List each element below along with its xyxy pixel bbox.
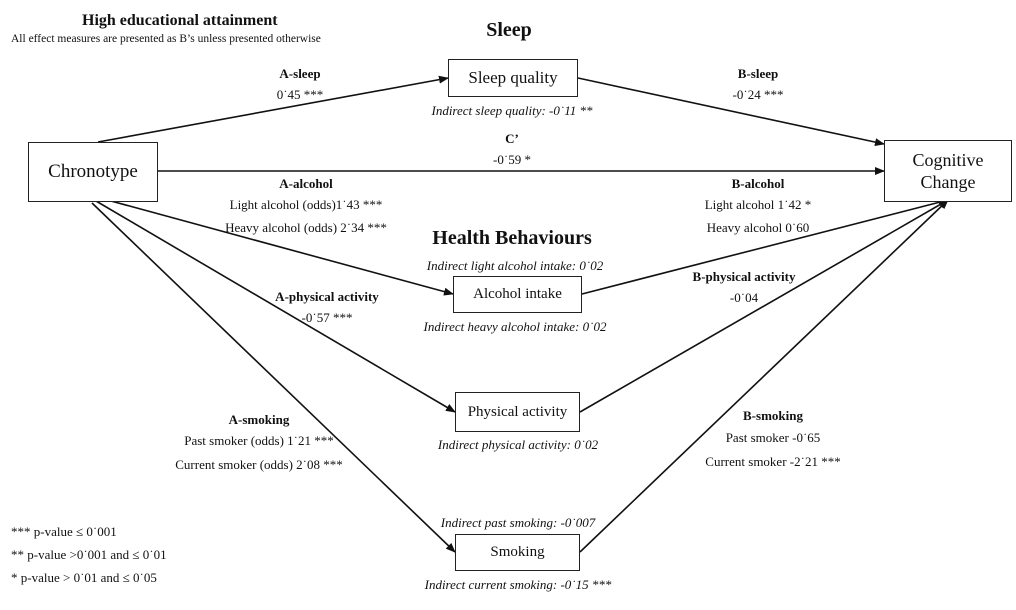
- legend-p-05: * p-value > 0˙01 and ≤ 0˙05: [11, 570, 157, 585]
- c-prime-label: C’: [505, 131, 519, 146]
- a-alcohol-heavy: Heavy alcohol (odds) 2˙34 ***: [225, 220, 387, 235]
- node-smoking-label: Smoking: [490, 544, 545, 560]
- arrow-chronotype-alcohol: [99, 197, 454, 296]
- b-physical-label: B-physical activity: [692, 269, 796, 284]
- b-smoking-past: Past smoker -0˙65: [725, 430, 821, 445]
- a-sleep-value: 0˙45 ***: [276, 87, 324, 102]
- node-chronotype: Chronotype: [28, 142, 158, 202]
- c-prime-value: -0˙59 *: [493, 152, 531, 167]
- b-sleep-label: B-sleep: [737, 66, 779, 81]
- b-alcohol-light: Light alcohol 1˙42 *: [704, 197, 812, 212]
- node-cognitive-change-line1: Cognitive: [912, 150, 984, 170]
- b-smoking-label: B-smoking: [743, 408, 803, 423]
- a-alcohol-light: Light alcohol (odds)1˙43 ***: [229, 197, 383, 212]
- node-physical-activity-label: Physical activity: [467, 403, 568, 420]
- arrow-physical-cognitive: [579, 199, 949, 413]
- b-alcohol-label: B-alcohol: [731, 176, 785, 191]
- node-physical-activity: Physical activity: [455, 392, 580, 432]
- a-alcohol-label: A-alcohol: [279, 176, 333, 191]
- diagram-subtitle: All effect measures are presented as B’s…: [11, 33, 321, 45]
- indirect-past-smoking: Indirect past smoking: -0˙007: [440, 515, 596, 530]
- legend-p-001: *** p-value ≤ 0˙001: [11, 524, 117, 539]
- b-physical-value: -0˙04: [729, 290, 759, 305]
- diagram-title: High educational attainment: [82, 12, 278, 29]
- arrow-smoking-cognitive: [579, 199, 949, 553]
- arrow-chronotype-physical: [95, 200, 456, 413]
- node-cognitive-change-line2: Change: [920, 172, 976, 192]
- section-sleep-heading: Sleep: [486, 19, 532, 41]
- indirect-current-smoking: Indirect current smoking: -0˙15 ***: [424, 577, 612, 592]
- node-chronotype-label: Chronotype: [48, 161, 138, 182]
- arrow-sleep-cognitive: [577, 77, 885, 147]
- a-physical-label: A-physical activity: [275, 289, 379, 304]
- indirect-heavy-alcohol: Indirect heavy alcohol intake: 0˙02: [423, 319, 607, 334]
- node-alcohol-intake: Alcohol intake: [453, 276, 582, 313]
- a-smoking-label: A-smoking: [228, 412, 290, 427]
- arrow-chronotype-sleep: [97, 75, 449, 143]
- node-alcohol-intake-label: Alcohol intake: [473, 286, 562, 302]
- b-smoking-current: Current smoker -2˙21 ***: [705, 454, 841, 469]
- legend-p-01: ** p-value >0˙001 and ≤ 0˙01: [11, 547, 167, 562]
- b-sleep-value: -0˙24 ***: [732, 87, 784, 102]
- indirect-light-alcohol: Indirect light alcohol intake: 0˙02: [426, 258, 604, 273]
- a-smoking-current: Current smoker (odds) 2˙08 ***: [175, 457, 343, 472]
- indirect-physical-activity: Indirect physical activity: 0˙02: [437, 437, 599, 452]
- b-alcohol-heavy: Heavy alcohol 0˙60: [706, 220, 810, 235]
- a-physical-value: -0˙57 ***: [301, 310, 353, 325]
- node-cognitive-change: Cognitive Change: [884, 140, 1012, 202]
- a-sleep-label: A-sleep: [279, 66, 321, 81]
- arrow-chronotype-smoking: [91, 202, 456, 553]
- arrow-alcohol-cognitive: [581, 198, 949, 295]
- a-smoking-past: Past smoker (odds) 1˙21 ***: [184, 433, 334, 448]
- node-smoking: Smoking: [455, 534, 580, 571]
- indirect-sleep-quality: Indirect sleep quality: -0˙11 **: [431, 103, 593, 118]
- section-health-heading: Health Behaviours: [432, 227, 592, 249]
- node-sleep-quality: Sleep quality: [448, 59, 578, 97]
- node-sleep-quality-label: Sleep quality: [468, 68, 558, 87]
